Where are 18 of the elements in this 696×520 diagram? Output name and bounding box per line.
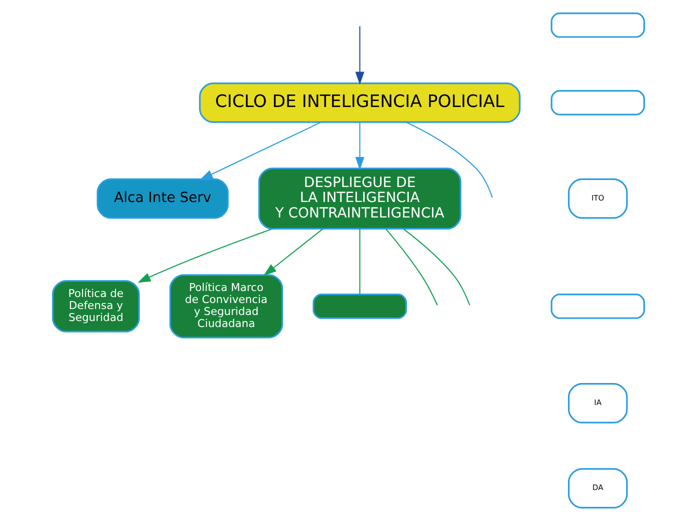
arrow xyxy=(199,121,321,180)
connector xyxy=(402,228,470,305)
arrow xyxy=(263,228,323,276)
arrow xyxy=(354,122,364,170)
connector xyxy=(385,228,438,305)
arrow xyxy=(354,26,364,84)
node-box: Alca Inte Serv xyxy=(96,178,228,218)
arrow xyxy=(137,228,272,282)
node-box xyxy=(550,293,644,318)
node-box: DESPLIEGUE DE LA INTELIGENCIA Y CONTRAINTELIGENCIA xyxy=(258,167,461,230)
node-box: Política de Defensa y Seguridad xyxy=(52,280,140,332)
connector xyxy=(358,228,360,294)
node-box xyxy=(550,12,644,38)
connector xyxy=(405,121,492,198)
node-box xyxy=(312,293,406,318)
node-box: CICLO DE INTELIGENCIA POLICIAL xyxy=(198,82,520,122)
node-box: Política Marco de Convivencia y Seguridad Ciudadana xyxy=(168,274,283,338)
node-box xyxy=(550,90,644,115)
